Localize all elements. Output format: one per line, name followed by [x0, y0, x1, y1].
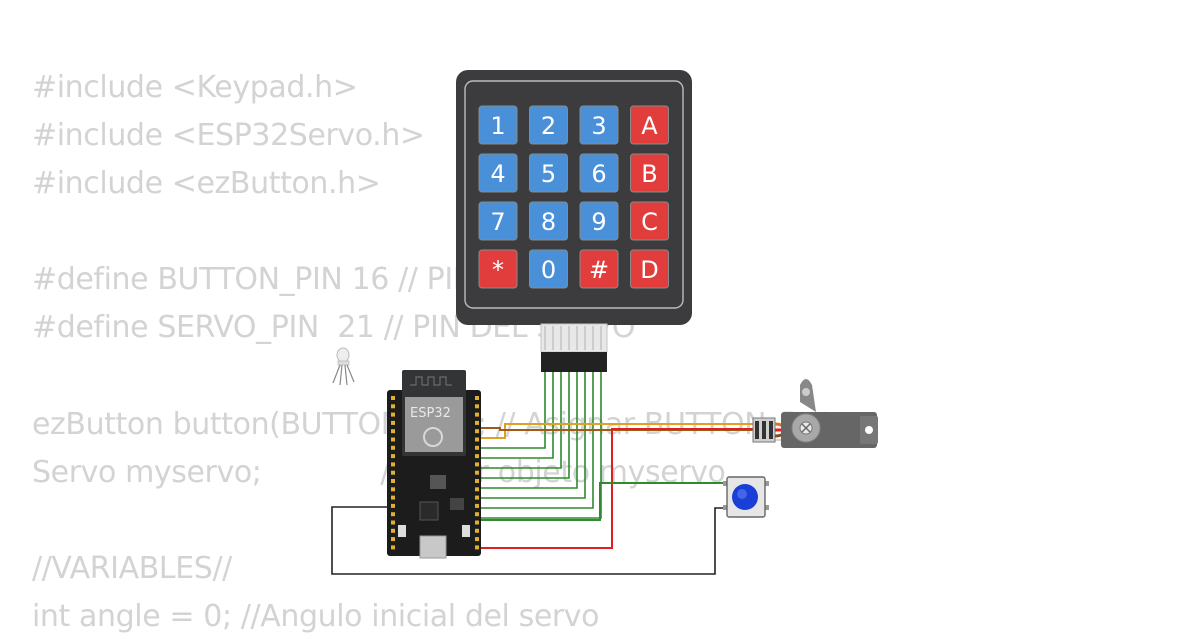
keypad-key-label: *	[492, 256, 504, 284]
keypad-key[interactable]: B	[630, 153, 669, 193]
keypad-wire	[480, 372, 562, 469]
keypad-key[interactable]: 4	[478, 153, 518, 193]
keypad-key[interactable]: C	[630, 201, 669, 241]
keypad-wire	[480, 372, 578, 489]
keypad-key-label: 9	[591, 208, 606, 236]
keypad-key-label: 3	[591, 112, 606, 140]
keypad-key[interactable]: 5	[529, 153, 568, 193]
esp32-shield	[405, 397, 463, 452]
keypad-wire	[480, 372, 554, 459]
code-line: //VARIABLES//	[32, 550, 232, 586]
servo-motor[interactable]	[752, 379, 878, 448]
keypad-key-label: 7	[490, 208, 505, 236]
keypad-key[interactable]: 1	[478, 105, 518, 145]
keypad-key-label: 8	[541, 208, 556, 236]
keypad-key[interactable]: A	[630, 105, 669, 145]
keypad-wire	[480, 372, 546, 449]
keypad-wire	[480, 372, 602, 519]
keypad-key[interactable]: 6	[579, 153, 619, 193]
keypad-wire	[480, 372, 570, 479]
keypad-key[interactable]: *	[478, 249, 518, 289]
keypad-key[interactable]: 7	[478, 201, 518, 241]
keypad-key[interactable]: D	[630, 249, 669, 289]
code-line: #include <ezButton.h>	[32, 166, 381, 202]
keypad-key-label: B	[641, 160, 657, 188]
reset-button[interactable]	[462, 525, 470, 537]
keypad-4x4[interactable]: 1 2 3 A 4 5 6 B 7 8 9 C * 0 # D	[456, 70, 692, 372]
keypad-key[interactable]: 8	[529, 201, 568, 241]
code-line: #define BUTTON_PIN 16 // PIN DEL BOTON	[32, 262, 657, 298]
keypad-key-label: 0	[541, 256, 556, 284]
power-wire	[392, 428, 753, 549]
board-label: ESP32	[410, 406, 451, 421]
antenna-trace	[410, 376, 452, 386]
keypad-wire	[480, 372, 594, 509]
keypad-key-label: #	[589, 256, 609, 284]
keypad-ribbon	[540, 323, 608, 353]
keypad-key-label: A	[641, 112, 658, 140]
keypad-key-label: 1	[490, 112, 505, 140]
boot-button[interactable]	[398, 525, 406, 537]
keypad-key[interactable]: 0	[529, 249, 568, 289]
keypad-key[interactable]: #	[579, 249, 619, 289]
espressif-logo-icon	[423, 427, 443, 447]
keypad-key-label: 6	[591, 160, 606, 188]
esp32-board[interactable]: ESP32	[387, 370, 481, 559]
code-line: int angle = 0; //Angulo inicial del serv…	[32, 599, 600, 635]
keypad-key[interactable]: 9	[579, 201, 619, 241]
keypad-key-label: C	[641, 208, 658, 236]
button-signal-wire	[480, 482, 728, 521]
usb-port	[419, 535, 447, 559]
code-line: #include <ESP32Servo.h>	[32, 118, 425, 154]
keypad-key-label: 2	[541, 112, 556, 140]
pushbutton[interactable]	[723, 476, 769, 518]
ground-wire	[331, 506, 728, 575]
keypad-wires	[480, 372, 602, 519]
keypad-key-label: 5	[541, 160, 556, 188]
keypad-key[interactable]: 2	[529, 105, 568, 145]
keypad-key[interactable]: 3	[579, 105, 619, 145]
rgb-led[interactable]	[332, 347, 355, 386]
keypad-key-label: 4	[490, 160, 505, 188]
code-line: #include <Keypad.h>	[32, 70, 358, 105]
keypad-key-label: D	[640, 256, 658, 284]
code-background: #include <Keypad.h> #include <ESP32Servo.…	[32, 64, 829, 641]
keypad-wire	[480, 372, 586, 499]
